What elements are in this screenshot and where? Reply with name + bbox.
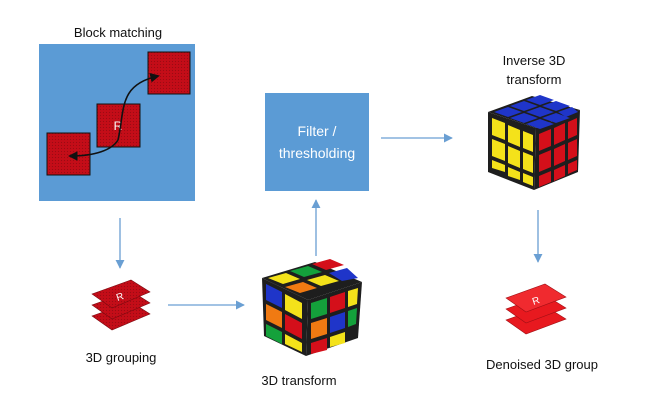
scrambled-cube-image (262, 259, 362, 356)
3d-transform-label: 3D transform (261, 373, 337, 388)
match-arrow-left (68, 139, 119, 161)
matched-block-left (46, 132, 91, 176)
grouping-stack: R (91, 279, 151, 331)
filter-thresholding-box: Filter / thresholding (265, 93, 369, 191)
block-matching-title: Block matching (73, 25, 163, 40)
denoised-stack-letter: R (531, 295, 541, 308)
match-arrow-up (117, 73, 160, 141)
inverse-3d-transform-label: Inverse 3D transform (502, 53, 566, 87)
reference-block-letter: R (114, 119, 123, 133)
matched-block-top (147, 51, 191, 95)
solved-cube-image (488, 95, 580, 190)
grouping-stack-letter: R (115, 291, 125, 304)
3d-grouping-label: 3D grouping (85, 350, 157, 365)
filter-thresholding-label: Filter / thresholding (278, 123, 356, 161)
denoised-3d-group-label: Denoised 3D group (485, 357, 599, 372)
denoised-stack: R (505, 283, 567, 335)
